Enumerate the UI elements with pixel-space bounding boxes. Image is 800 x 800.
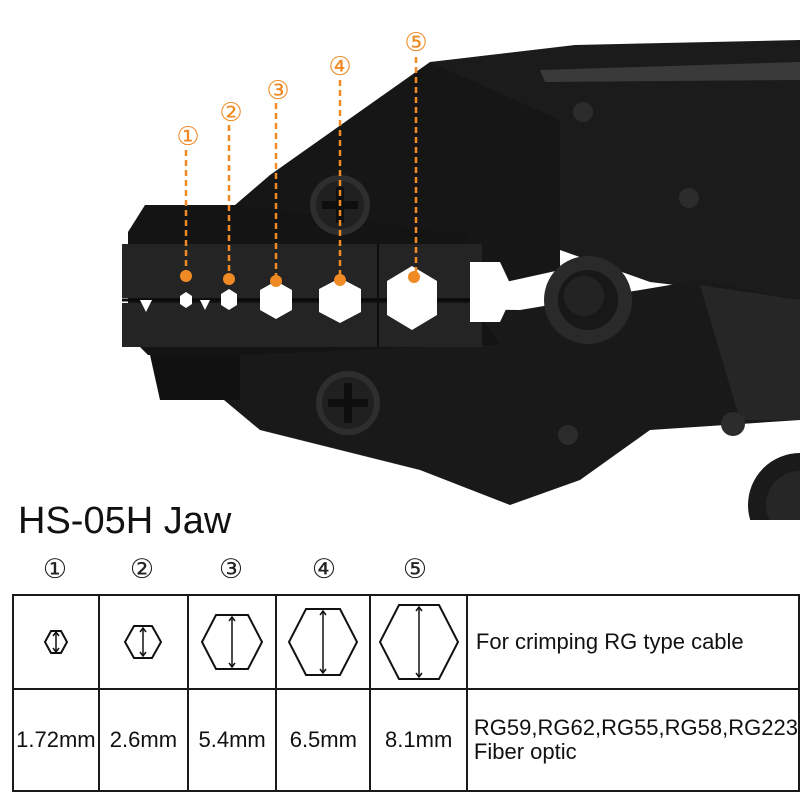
jaw-model-title: HS-05H Jaw [18,500,232,542]
table-cell-size-1: 1.72mm [12,688,100,792]
callout-dot-3 [270,275,282,287]
jaw-spec-table: For crimping RG type cable 1.72mm 2.6mm … [12,594,800,792]
rivet-4 [721,412,745,436]
table-cell-shape-4 [275,594,372,690]
small-notch-1 [140,300,152,312]
hex-die-3-icon [200,614,264,670]
cable-models-extra: Fiber optic [473,739,577,764]
callout-number-4: ④ [328,52,352,82]
table-cell-cable-models: RG59,RG62,RG55,RG58,RG223 Fiber optic [465,688,800,792]
table-cell-size-5: 8.1mm [369,688,468,792]
die-opening-2 [221,289,237,310]
callout-number-5: ⑤ [404,28,428,58]
table-cell-shape-2 [97,594,190,690]
small-notch-2 [200,300,210,310]
table-cell-size-4: 6.5mm [275,688,372,792]
upper-handle-rim [540,62,800,82]
callout-number-1: ① [176,122,200,152]
column-number-4: ④ [311,554,337,585]
table-row-shapes: For crimping RG type cable [12,594,800,690]
hex-die-5-icon [378,604,459,680]
callout-dot-4 [334,274,346,286]
callout-number-2: ② [219,98,243,128]
lower-jaw-step [150,355,240,400]
lower-handle [700,285,800,420]
rivet-3 [558,425,578,445]
hex-die-1-icon [43,630,69,654]
die-opening-5 [387,266,437,330]
cable-models-line: RG59,RG62,RG55,RG58,RG223 [473,715,798,740]
column-number-3: ③ [218,554,244,585]
die-opening-1 [180,292,192,308]
callout-dot-5 [408,271,420,283]
table-cell-shape-3 [186,594,278,690]
table-cell-size-2: 2.6mm [97,688,190,792]
table-cell-shape-1 [12,594,100,690]
table-cell-description: For crimping RG type cable [465,594,800,690]
crimping-tool-illustration [122,40,800,520]
table-cell-size-3: 5.4mm [186,688,278,792]
table-cell-shape-5 [369,594,468,690]
column-number-1: ① [42,554,68,585]
jaw-tip-notch [470,262,514,322]
rivet-2 [679,188,699,208]
die-opening-3 [260,281,292,319]
table-row-sizes: 1.72mm 2.6mm 5.4mm 6.5mm 8.1mm RG59,RG62… [12,688,800,792]
hex-die-4-icon [288,608,359,676]
callout-dot-1 [180,270,192,282]
adjust-wheel [748,453,800,520]
callout-dot-2 [223,273,235,285]
rivet-1 [573,102,593,122]
column-number-2: ② [129,554,155,585]
pivot-bolt [544,256,632,344]
screw-lower [316,371,380,435]
callout-number-3: ③ [266,76,290,106]
column-number-5: ⑤ [402,554,428,585]
hex-die-2-icon [124,625,163,659]
die-opening-4 [319,278,361,323]
